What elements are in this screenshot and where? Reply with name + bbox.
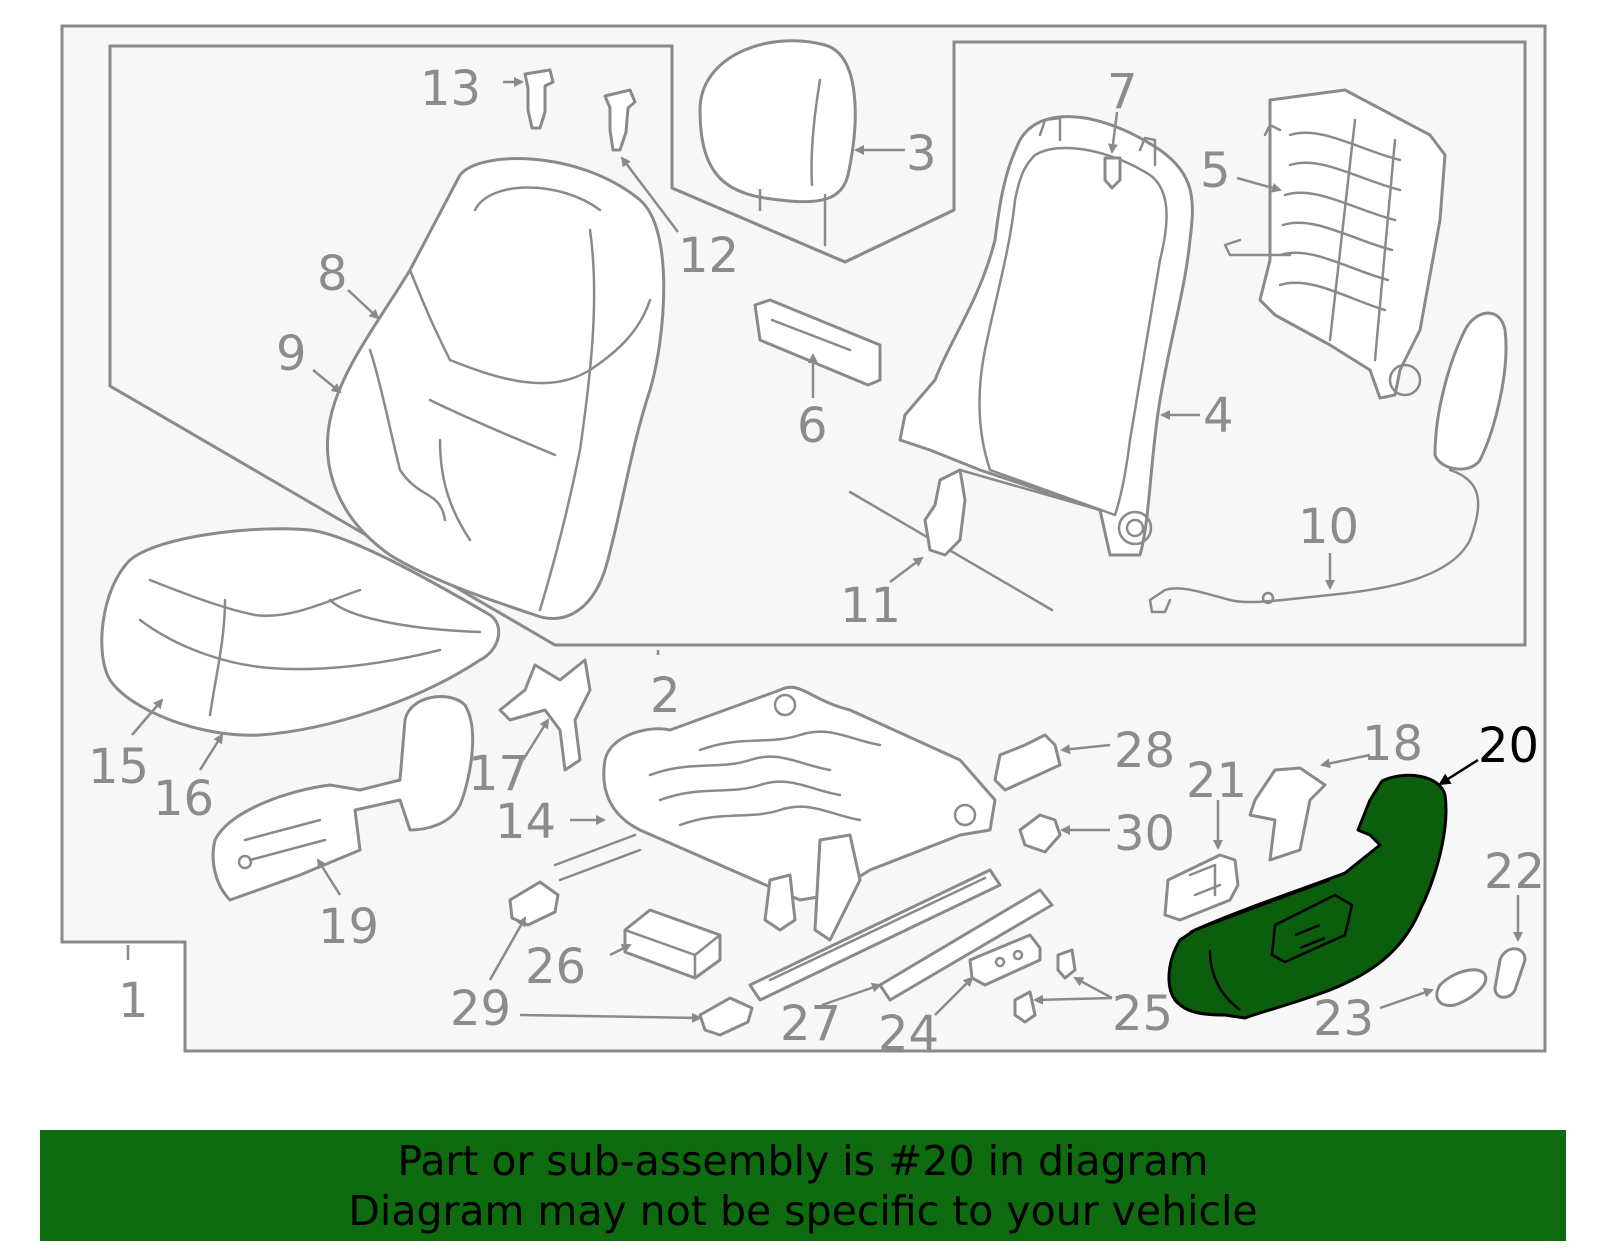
- label-part-1: 1: [118, 973, 149, 1029]
- side-shield-20-highlighted-part: [1167, 773, 1448, 1020]
- label-part-16: 16: [153, 771, 214, 827]
- clip-25-upper-part: [1056, 948, 1077, 980]
- clip-12-part: [603, 88, 637, 152]
- seatback-frame-part: [898, 115, 1194, 557]
- label-part-26: 26: [525, 939, 586, 995]
- label-part-8: 8: [317, 246, 348, 302]
- label-part-4: 4: [1203, 388, 1234, 444]
- banner-line-1: Part or sub-assembly is #20 in diagram: [397, 1137, 1209, 1185]
- label-part-27: 27: [780, 996, 841, 1052]
- clip-30-part: [1018, 813, 1062, 854]
- label-part-28: 28: [1114, 723, 1175, 779]
- label-part-3: 3: [906, 126, 937, 182]
- label-part-23: 23: [1313, 991, 1374, 1047]
- leader-lines: [126, 77, 1523, 1023]
- label-part-18: 18: [1362, 716, 1423, 772]
- seat-cushion-part: [100, 527, 501, 737]
- label-part-13: 13: [420, 61, 481, 117]
- clip-13-part: [523, 68, 555, 130]
- connector-7-part: [1103, 156, 1122, 190]
- recliner-rod-11-part: [848, 468, 1054, 612]
- side-cover-19-part: [211, 695, 475, 902]
- label-part-7: 7: [1107, 64, 1138, 120]
- seatback-cover-part: [326, 157, 666, 620]
- label-part-29: 29: [450, 981, 511, 1037]
- label-part-20-highlighted: 20: [1478, 718, 1539, 774]
- label-part-10: 10: [1298, 499, 1359, 555]
- cap-29-lower-part: [698, 996, 754, 1037]
- label-part-5: 5: [1200, 143, 1231, 199]
- bracket-18-part: [1248, 766, 1327, 862]
- switch-21-part: [1163, 853, 1240, 922]
- banner-line-2: Diagram may not be specific to your vehi…: [348, 1187, 1258, 1235]
- lumbar-support-part: [1223, 88, 1447, 400]
- label-part-15: 15: [88, 739, 149, 795]
- cap-22-part: [1493, 947, 1527, 999]
- bracket-17-part: [498, 658, 592, 772]
- label-part-6: 6: [797, 398, 828, 454]
- cap-29-upper-part: [508, 880, 560, 927]
- headrest-part: [698, 39, 857, 247]
- headrest-box-outline: [671, 186, 955, 264]
- module-26-part: [623, 908, 722, 980]
- label-part-17: 17: [468, 746, 529, 802]
- label-part-14: 14: [495, 794, 556, 850]
- label-part-11: 11: [840, 578, 901, 634]
- bracket-6-part: [753, 298, 882, 387]
- bracket-28-part: [993, 733, 1062, 792]
- label-part-22: 22: [1484, 844, 1545, 900]
- label-part-9: 9: [276, 326, 307, 382]
- label-part-19: 19: [318, 899, 379, 955]
- label-part-25: 25: [1112, 986, 1173, 1042]
- info-banner: Part or sub-assembly is #20 in diagram D…: [40, 1130, 1566, 1241]
- clip-25-lower-part: [1013, 990, 1037, 1024]
- seat-frame-14-part: [553, 685, 997, 942]
- label-part-21: 21: [1186, 753, 1247, 809]
- label-part-2: 2: [650, 668, 681, 724]
- seat-track-27-part: [748, 868, 1054, 1002]
- side-airbag-10-part: [1148, 311, 1508, 614]
- label-part-12: 12: [678, 228, 739, 284]
- label-part-24: 24: [878, 1006, 939, 1062]
- cap-23-part: [1435, 968, 1488, 1008]
- label-part-30: 30: [1114, 806, 1175, 862]
